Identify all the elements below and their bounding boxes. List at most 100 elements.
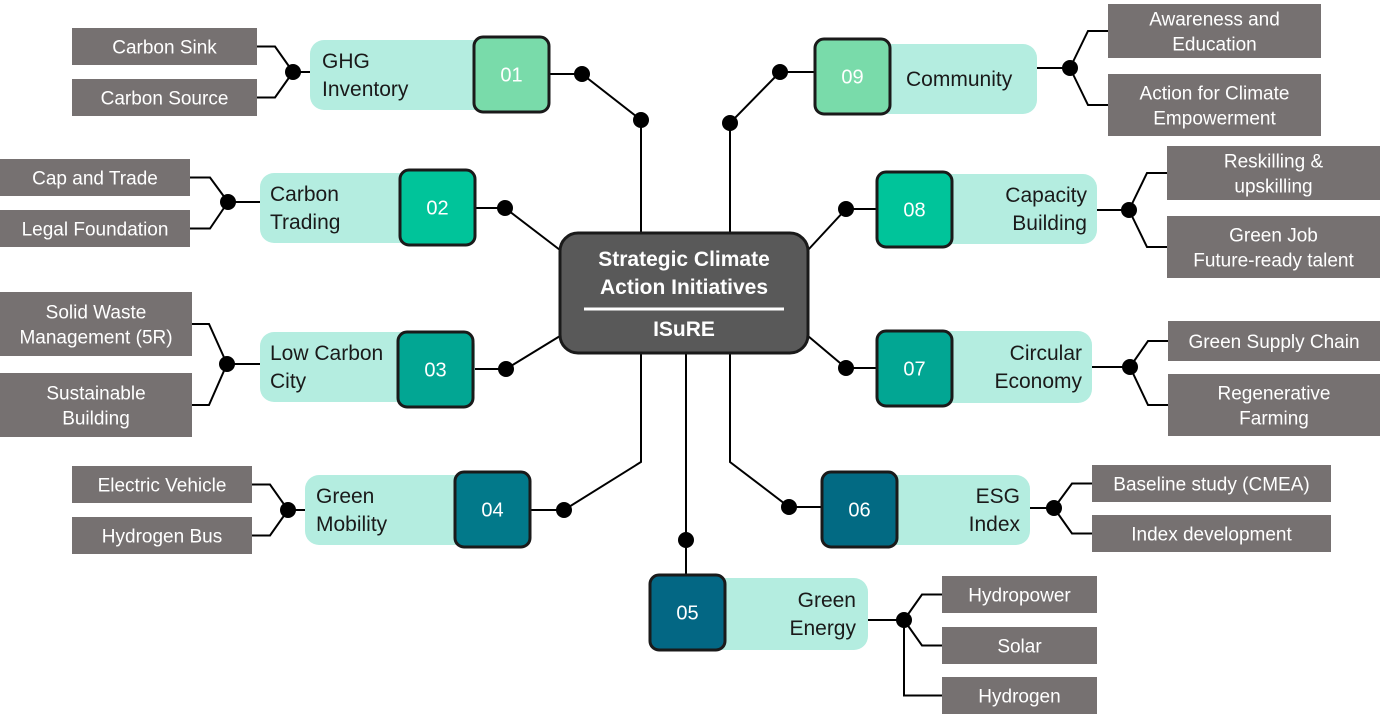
sub-topic-label: Building (62, 409, 130, 430)
initiative-number: 09 (841, 67, 863, 89)
sub-topic-label: Hydropower (968, 586, 1071, 607)
branch-dot (220, 194, 236, 210)
initiative-label: Economy (994, 370, 1082, 393)
sub-topic-label: Education (1172, 35, 1257, 56)
central-node-box (558, 231, 810, 355)
initiative-number: 02 (426, 198, 448, 220)
sub-topic-label: Solar (997, 637, 1042, 658)
branch-dot (1122, 359, 1138, 375)
connector-initiative-09 (729, 71, 815, 233)
branch-line (1128, 209, 1167, 248)
initiative-label: Inventory (322, 78, 409, 101)
branch-line (192, 363, 228, 406)
branch-line (1053, 482, 1092, 509)
connector-dot (772, 64, 788, 80)
sub-topic-label: Solid Waste (46, 303, 147, 324)
branch-line (1069, 67, 1108, 106)
branch-dot (1062, 60, 1078, 76)
sub-topic-label: upskilling (1234, 177, 1312, 198)
sub-topic-label: Management (5R) (19, 328, 172, 349)
connector-dot (497, 200, 513, 216)
sub-topic-label: Carbon Sink (112, 38, 217, 59)
sub-topic-label: Farming (1239, 409, 1309, 430)
sub-topic-label: Green Supply Chain (1188, 332, 1359, 353)
connector-dot (498, 361, 514, 377)
initiative-label: Green (316, 485, 374, 508)
branch-line (903, 593, 942, 621)
initiative-number-box-08 (875, 170, 954, 249)
branch-dot (285, 64, 301, 80)
sub-topic-label: Index development (1131, 525, 1292, 546)
sub-topic-box (942, 576, 1097, 613)
sub-topic-box (0, 373, 192, 437)
sub-topic-label: Reskilling & (1224, 152, 1324, 173)
initiative-number: 05 (676, 603, 698, 625)
initiative-number-box-01 (472, 35, 551, 114)
connector-dot (838, 360, 854, 376)
initiative-number: 06 (848, 500, 870, 522)
initiative-number: 03 (424, 360, 446, 382)
sub-topic-box (0, 210, 190, 247)
branch-dot (1046, 500, 1062, 516)
connector-dot (781, 499, 797, 515)
initiative-number: 04 (481, 500, 503, 522)
branch-line (257, 71, 294, 99)
initiative-label: Capacity (1005, 184, 1087, 207)
connector-dot (633, 112, 649, 128)
sub-topic-label: Hydrogen Bus (102, 527, 222, 548)
connector-initiative-03 (473, 335, 561, 370)
sub-topic-label: Regenerative (1217, 384, 1330, 405)
initiative-label: GHG (322, 50, 370, 73)
initiative-label: Carbon (270, 183, 339, 206)
sub-topic-box (0, 159, 190, 196)
branch-line (903, 620, 942, 697)
sub-topic-box (0, 292, 192, 356)
sub-topic-box (1168, 374, 1380, 436)
branch-line (1069, 30, 1108, 69)
initiative-label: City (270, 370, 307, 393)
branch-dot (1121, 202, 1137, 218)
branch-line (1129, 366, 1168, 406)
sub-topic-label: Green Job (1229, 226, 1318, 247)
initiative-number-box-06 (820, 470, 899, 549)
initiative-label: Low Carbon (270, 342, 383, 365)
connector-initiative-06 (729, 353, 822, 508)
initiative-number-box-02 (398, 168, 477, 247)
initiative-number: 08 (903, 200, 925, 222)
sub-topic-label: Cap and Trade (32, 169, 158, 190)
sub-topic-label: Electric Vehicle (98, 476, 227, 497)
branch-dot (280, 502, 296, 518)
initiative-number-box-04 (453, 470, 532, 549)
connector-dot (722, 115, 738, 131)
initiative-number-box-03 (396, 330, 475, 409)
sub-topic-box (1108, 74, 1321, 136)
initiative-label: Trading (270, 211, 340, 234)
sub-topic-label: Sustainable (46, 384, 145, 405)
branch-dot (896, 612, 912, 628)
sub-topic-label: Empowerment (1153, 109, 1276, 130)
initiative-label: Mobility (316, 513, 388, 536)
sub-topic-box (1092, 465, 1331, 502)
initiative-number-box-07 (875, 329, 954, 408)
sub-topic-box (72, 466, 252, 503)
initiative-number: 07 (903, 359, 925, 381)
initiative-label: Building (1012, 212, 1087, 235)
connector-dot (678, 532, 694, 548)
branch-line (257, 45, 294, 73)
branch-line (1128, 172, 1167, 211)
initiative-label: Circular (1010, 342, 1082, 365)
branch-line (1129, 340, 1168, 368)
sub-topic-box (72, 79, 257, 116)
connector-dots (219, 60, 1138, 628)
connector-initiative-04 (530, 353, 642, 511)
initiative-label: Green (798, 589, 856, 612)
sub-topic-label: Future-ready talent (1193, 251, 1354, 272)
branch-line (190, 201, 229, 230)
initiative-label: ESG (976, 485, 1020, 508)
branch-line (192, 323, 228, 365)
branch-line (252, 509, 289, 537)
sub-topic-box (1167, 146, 1380, 200)
